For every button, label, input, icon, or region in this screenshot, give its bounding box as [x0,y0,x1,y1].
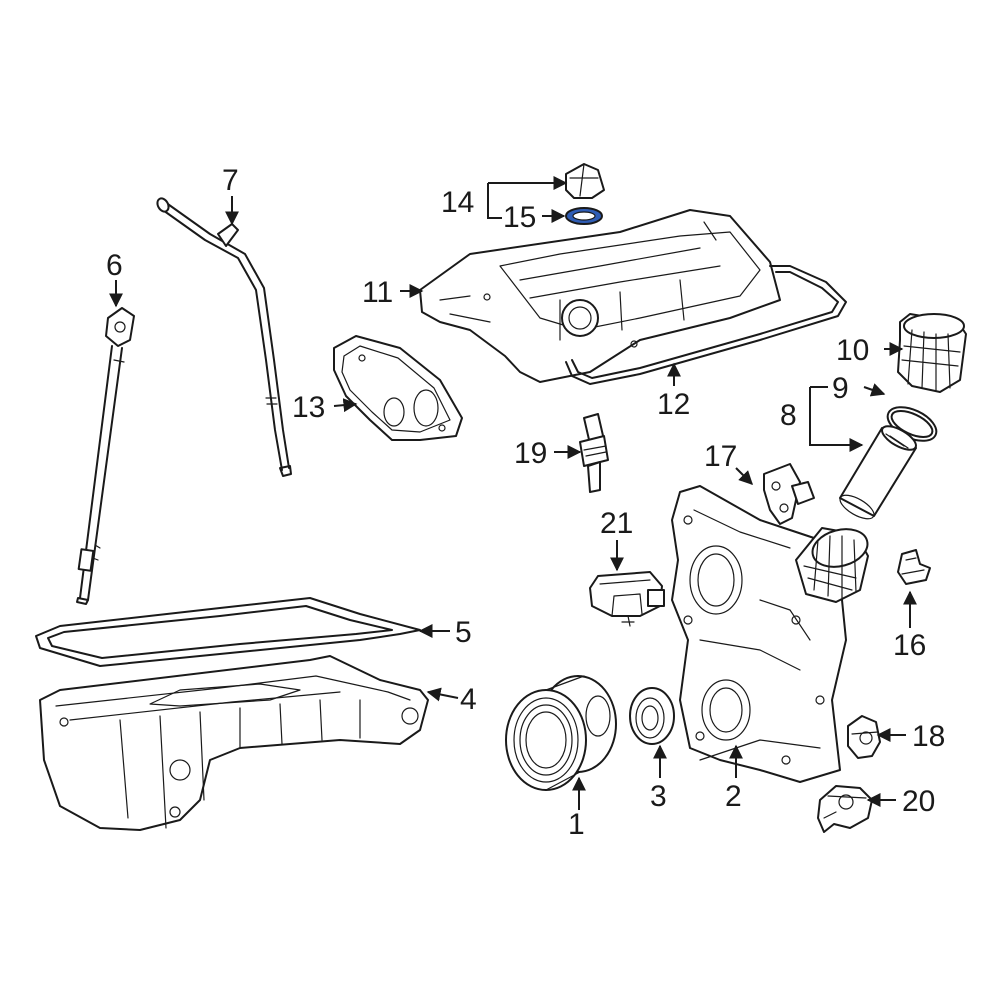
front-crank-seal[interactable] [629,687,675,745]
leader-13 [333,398,358,413]
valve-cover-gasket[interactable] [565,265,847,385]
oil-filter-housing-cap[interactable] [897,313,967,393]
leader-17 [735,467,753,485]
crankshaft-position-sensor[interactable] [897,549,931,585]
filler-cap-seal-highlighted[interactable] [565,207,603,225]
callout-6: 6 [106,249,123,282]
oil-pan-gasket[interactable] [35,597,421,667]
temperature-sensor[interactable] [579,413,609,493]
callout-21: 21 [600,507,633,540]
engine-mount-bracket[interactable] [589,571,665,627]
callout-20: 20 [902,785,935,818]
oil-filter[interactable] [837,422,920,524]
callout-8: 8 [780,399,797,432]
callout-3: 3 [650,780,667,813]
oil-pressure-sender[interactable] [847,715,881,759]
crankshaft-pulley[interactable] [505,675,617,791]
callout-2: 2 [725,780,742,813]
callout-numbers: 1 2 3 4 5 6 7 8 9 10 11 12 13 14 15 16 1… [106,164,945,841]
oil-dipstick[interactable] [76,307,135,605]
callout-10: 10 [836,334,869,367]
dipstick-tube[interactable] [155,196,292,477]
callout-7: 7 [222,164,239,197]
valve-cover[interactable] [419,209,781,383]
callout-11: 11 [362,276,393,309]
callout-18: 18 [912,720,945,753]
callout-16: 16 [893,629,926,662]
leader-8 [809,387,864,452]
camshaft-sensor[interactable] [763,463,815,525]
oil-level-sensor[interactable] [817,785,873,833]
timing-cover-front[interactable] [671,485,872,783]
oil-pan[interactable] [39,655,429,831]
leader-lines [109,176,917,810]
callout-9: 9 [832,372,849,405]
callout-5: 5 [455,616,472,649]
leader-14-bracket [487,183,502,219]
callout-12: 12 [657,388,690,421]
leader-4 [426,687,459,702]
callout-14: 14 [441,186,474,219]
callout-15: 15 [503,201,536,234]
callout-4: 4 [460,683,477,716]
oil-filler-cap[interactable] [565,163,605,199]
callout-17: 17 [704,440,737,473]
callout-13: 13 [292,391,325,424]
leader-9 [863,383,886,397]
callout-1: 1 [568,808,585,841]
timing-cover-upper[interactable] [333,335,463,441]
callout-19: 19 [514,437,547,470]
